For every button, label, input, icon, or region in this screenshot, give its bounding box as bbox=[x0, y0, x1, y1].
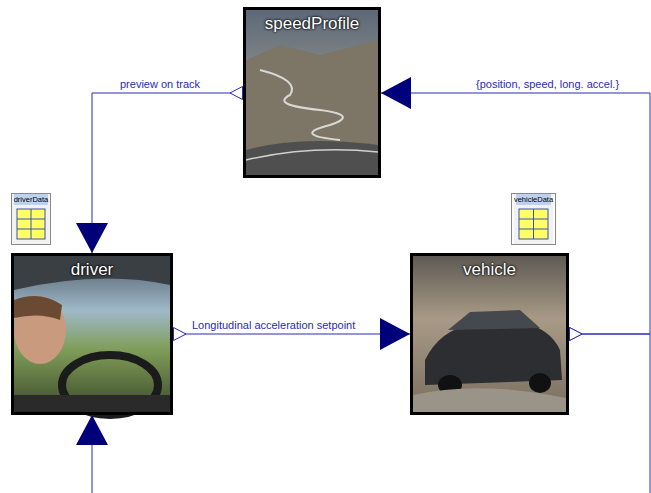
data-record: driverData bbox=[11, 193, 52, 245]
signal-connector bbox=[173, 334, 410, 335]
block-name: driver bbox=[14, 256, 170, 280]
car-photo bbox=[413, 256, 566, 412]
data-record: vehicleData bbox=[511, 193, 556, 245]
mountain-road-photo bbox=[246, 10, 378, 175]
signal-label: {position, speed, long. accel.} bbox=[474, 78, 621, 91]
data-table-icon bbox=[514, 193, 553, 245]
model-block: driver bbox=[11, 253, 173, 415]
signal-connector bbox=[92, 93, 243, 253]
model-block: vehicle bbox=[410, 253, 569, 415]
block-name: speedProfile bbox=[246, 10, 378, 34]
block-name: vehicleData bbox=[512, 194, 555, 205]
signal-connector bbox=[381, 93, 650, 334]
data-table-icon bbox=[12, 193, 50, 245]
signal-label: Longitudinal acceleration setpoint bbox=[190, 319, 357, 332]
signal-label: preview on track bbox=[118, 78, 202, 91]
driver-photo bbox=[14, 256, 170, 415]
block-name: driverData bbox=[12, 194, 51, 205]
model-block: speedProfile bbox=[243, 7, 381, 178]
block-name: vehicle bbox=[413, 256, 566, 280]
